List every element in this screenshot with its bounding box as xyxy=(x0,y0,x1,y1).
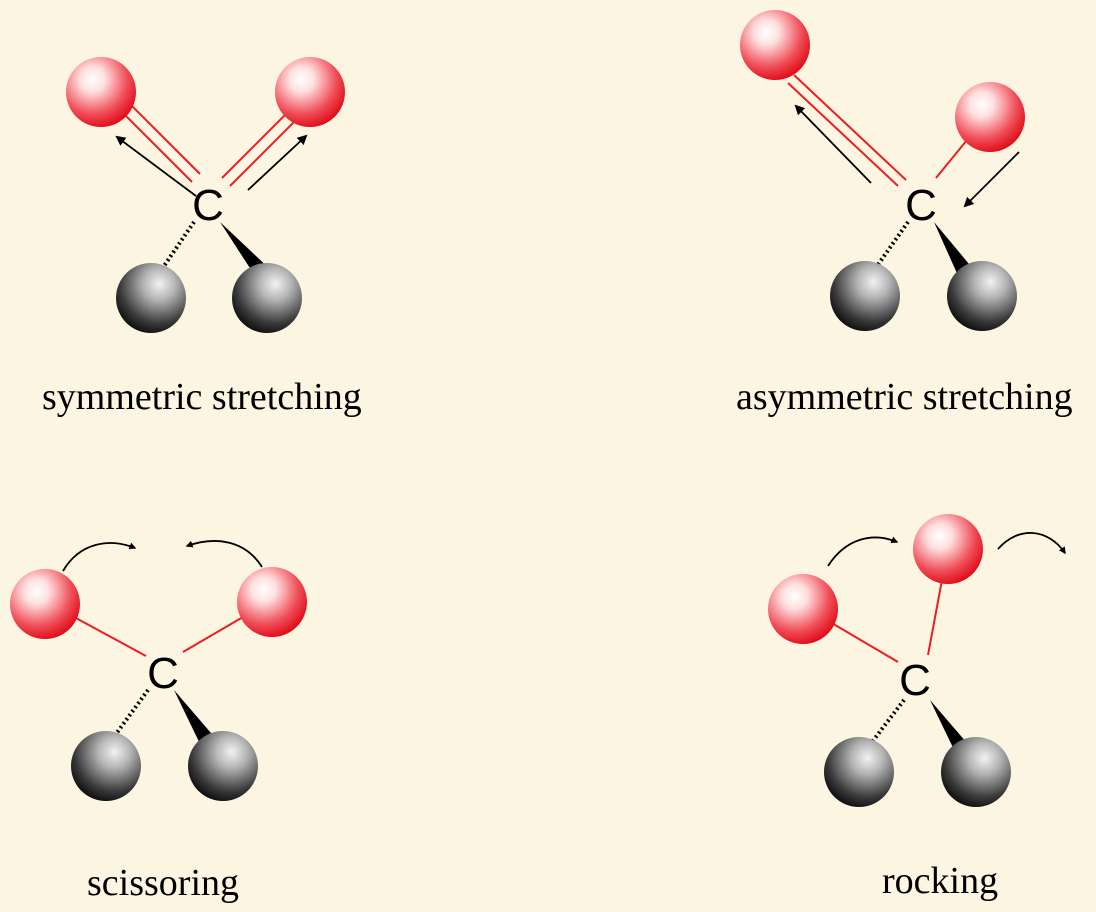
hydrogen-atom xyxy=(941,737,1011,807)
single-bond-right xyxy=(182,616,244,653)
oxygen-atom xyxy=(237,567,307,637)
hashed-bond xyxy=(114,688,150,736)
panel-asymmetric-stretching: C xyxy=(740,10,1025,331)
caption-asymmetric-stretching: asymmetric stretching xyxy=(736,376,1073,418)
oxygen-atom xyxy=(10,569,80,639)
hydrogen-atom xyxy=(232,263,302,333)
carbon-label: C xyxy=(899,656,931,705)
wedge-bond xyxy=(934,222,974,280)
carbon-label: C xyxy=(905,181,937,230)
oxygen-atom xyxy=(740,10,810,80)
stretch-arrow-left xyxy=(794,104,872,184)
hashed-bond xyxy=(875,220,910,268)
hydrogen-atom xyxy=(71,731,141,801)
hashed-bond xyxy=(162,220,196,268)
curved-arrow-right xyxy=(185,540,263,568)
hydrogen-atom xyxy=(947,261,1017,331)
curved-arrow-right xyxy=(997,532,1066,555)
double-bond-left xyxy=(787,74,907,187)
hashed-bond xyxy=(870,698,906,744)
curved-arrow-left xyxy=(62,542,137,572)
oxygen-atom xyxy=(275,57,345,127)
wedge-bond xyxy=(174,690,217,750)
oxygen-atom xyxy=(768,574,838,644)
carbon-label: C xyxy=(147,649,179,698)
hydrogen-atom xyxy=(830,261,900,331)
single-bond-right xyxy=(927,579,943,656)
panel-rocking: C xyxy=(768,514,1066,807)
stretch-arrow-right xyxy=(963,151,1020,208)
oxygen-atom xyxy=(66,57,136,127)
oxygen-atom xyxy=(955,82,1025,152)
curved-arrow-left xyxy=(827,536,899,567)
carbon-label: C xyxy=(192,181,224,230)
panel-scissoring: C xyxy=(10,540,307,801)
single-bond-right xyxy=(935,139,968,179)
caption-rocking: rocking xyxy=(882,860,999,902)
oxygen-atom xyxy=(913,514,983,584)
stretch-arrow-left xyxy=(115,135,197,197)
caption-scissoring: scissoring xyxy=(87,862,239,904)
stretch-arrow-right xyxy=(247,134,308,191)
single-bond-left xyxy=(829,621,899,663)
panel-symmetric-stretching: C xyxy=(66,57,345,333)
hydrogen-atom xyxy=(824,737,894,807)
hydrogen-atom xyxy=(116,263,186,333)
caption-symmetric-stretching: symmetric stretching xyxy=(42,376,362,418)
single-bond-left xyxy=(73,616,147,657)
hydrogen-atom xyxy=(188,731,258,801)
